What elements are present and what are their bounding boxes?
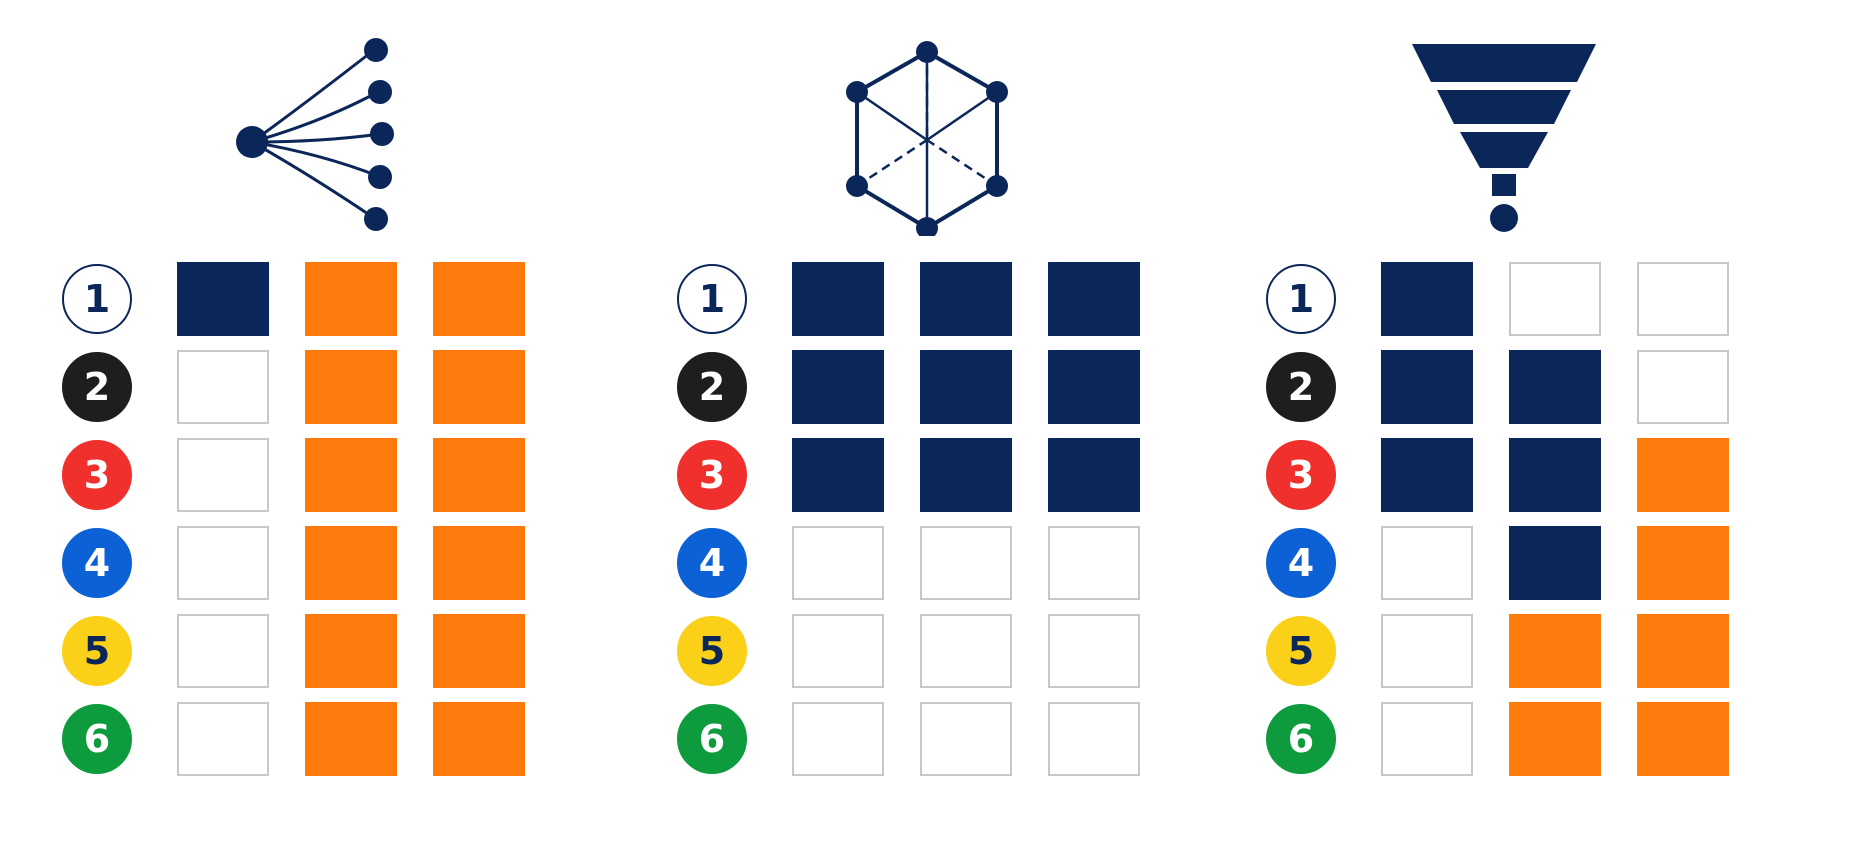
grid-cell-empty: [177, 350, 269, 424]
grid-cell-navy: [920, 262, 1012, 336]
panel-hexagon: 1 2 3 4 5 6: [677, 0, 1277, 848]
grid-cell-empty: [1637, 262, 1729, 336]
grid-cell-empty: [792, 526, 884, 600]
panel-fan-out: 1 2 3 4 5 6: [62, 0, 662, 848]
number-badge: 3: [62, 440, 132, 510]
grid-cell-empty: [792, 702, 884, 776]
number-badge: 1: [62, 264, 132, 334]
grid-cell-orange: [305, 702, 397, 776]
grid-cell-empty: [177, 438, 269, 512]
grid-cell-empty: [177, 702, 269, 776]
number-badge: 2: [677, 352, 747, 422]
table-row: 6: [1266, 702, 1826, 776]
table-row: 1: [1266, 262, 1826, 336]
number-badge: 6: [677, 704, 747, 774]
grid-cell-navy: [1381, 262, 1473, 336]
grid-cell-empty: [1048, 526, 1140, 600]
grid-cell-navy: [1381, 350, 1473, 424]
grid-cell-orange: [1637, 614, 1729, 688]
grid-cell-empty: [1048, 614, 1140, 688]
grid-cell-empty: [1381, 702, 1473, 776]
number-badge: 1: [677, 264, 747, 334]
grid-cell-empty: [792, 614, 884, 688]
grid-cell-orange: [305, 438, 397, 512]
grid-cell-navy: [1048, 262, 1140, 336]
table-row: 5: [1266, 614, 1826, 688]
grid-cell-orange: [1637, 526, 1729, 600]
grid-cell-orange: [433, 350, 525, 424]
grid-cell-empty: [920, 614, 1012, 688]
grid-cell-orange: [305, 526, 397, 600]
number-badge: 5: [677, 616, 747, 686]
number-badge: 3: [1266, 440, 1336, 510]
table-row: 5: [677, 614, 1237, 688]
table-row: 3: [1266, 438, 1826, 512]
grid-cell-orange: [305, 350, 397, 424]
number-badge: 6: [62, 704, 132, 774]
hexagon-mesh-icon: [846, 41, 1008, 236]
grid-cell-navy: [920, 438, 1012, 512]
grid-cell-orange: [1637, 702, 1729, 776]
table-row: 6: [677, 702, 1237, 776]
grid-cell-navy: [1048, 438, 1140, 512]
number-badge: 1: [1266, 264, 1336, 334]
fan-out-network-icon: [236, 38, 394, 231]
number-badge: 5: [1266, 616, 1336, 686]
table-row: 1: [677, 262, 1237, 336]
table-row: 3: [62, 438, 622, 512]
grid-cell-orange: [305, 614, 397, 688]
grid-cell-empty: [920, 526, 1012, 600]
panel-funnel: 1 2 3 4 5 6: [1266, 0, 1854, 848]
grid-cell-orange: [1637, 438, 1729, 512]
table-row: 3: [677, 438, 1237, 512]
grid-cell-navy: [1509, 526, 1601, 600]
grid-cell-navy: [792, 438, 884, 512]
grid-cell-orange: [433, 702, 525, 776]
grid-cell-orange: [433, 438, 525, 512]
grid-cell-empty: [177, 526, 269, 600]
grid-cell-empty: [1637, 350, 1729, 424]
number-badge: 4: [1266, 528, 1336, 598]
table-row: 4: [1266, 526, 1826, 600]
table-row: 4: [62, 526, 622, 600]
grid-cell-orange: [433, 526, 525, 600]
number-badge: 2: [1266, 352, 1336, 422]
table-row: 2: [62, 350, 622, 424]
grid-cell-empty: [177, 614, 269, 688]
grid-cell-empty: [1381, 526, 1473, 600]
grid-cell-orange: [1509, 702, 1601, 776]
grid-cell-empty: [1381, 614, 1473, 688]
table-row: 1: [62, 262, 622, 336]
grid-cell-orange: [305, 262, 397, 336]
table-row: 6: [62, 702, 622, 776]
table-row: 2: [1266, 350, 1826, 424]
grid-cell-navy: [1048, 350, 1140, 424]
number-badge: 3: [677, 440, 747, 510]
grid-cell-orange: [433, 614, 525, 688]
grid-cell-navy: [177, 262, 269, 336]
table-row: 5: [62, 614, 622, 688]
grid-cell-navy: [792, 262, 884, 336]
grid-cell-orange: [433, 262, 525, 336]
grid-cell-navy: [1381, 438, 1473, 512]
table-row: 4: [677, 526, 1237, 600]
funnel-icon: [1412, 44, 1596, 232]
grid-cell-navy: [1509, 438, 1601, 512]
grid-cell-empty: [1509, 262, 1601, 336]
number-badge: 5: [62, 616, 132, 686]
grid-cell-empty: [1048, 702, 1140, 776]
number-badge: 2: [62, 352, 132, 422]
grid-cell-navy: [1509, 350, 1601, 424]
grid-cell-navy: [920, 350, 1012, 424]
grid-cell-navy: [792, 350, 884, 424]
number-badge: 6: [1266, 704, 1336, 774]
grid-cell-empty: [920, 702, 1012, 776]
number-badge: 4: [677, 528, 747, 598]
grid-cell-orange: [1509, 614, 1601, 688]
table-row: 2: [677, 350, 1237, 424]
number-badge: 4: [62, 528, 132, 598]
